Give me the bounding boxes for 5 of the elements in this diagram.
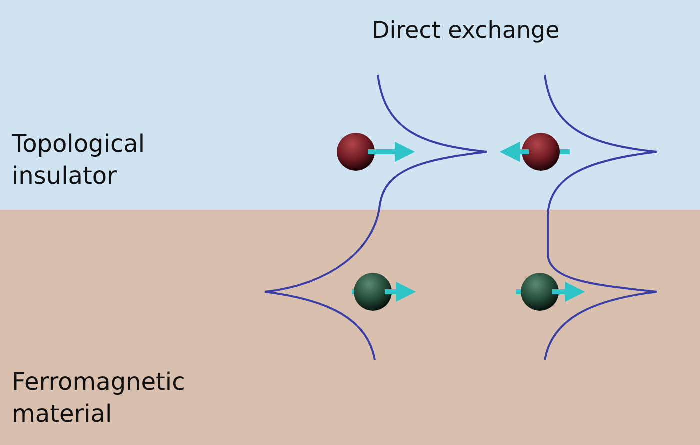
diagram-title: Direct exchange bbox=[372, 18, 560, 44]
material-layer bbox=[0, 0, 700, 210]
material-layer bbox=[0, 210, 700, 445]
layer-label: Topological insulator bbox=[12, 129, 146, 192]
layer-label: Ferromagnetic material bbox=[12, 367, 186, 430]
